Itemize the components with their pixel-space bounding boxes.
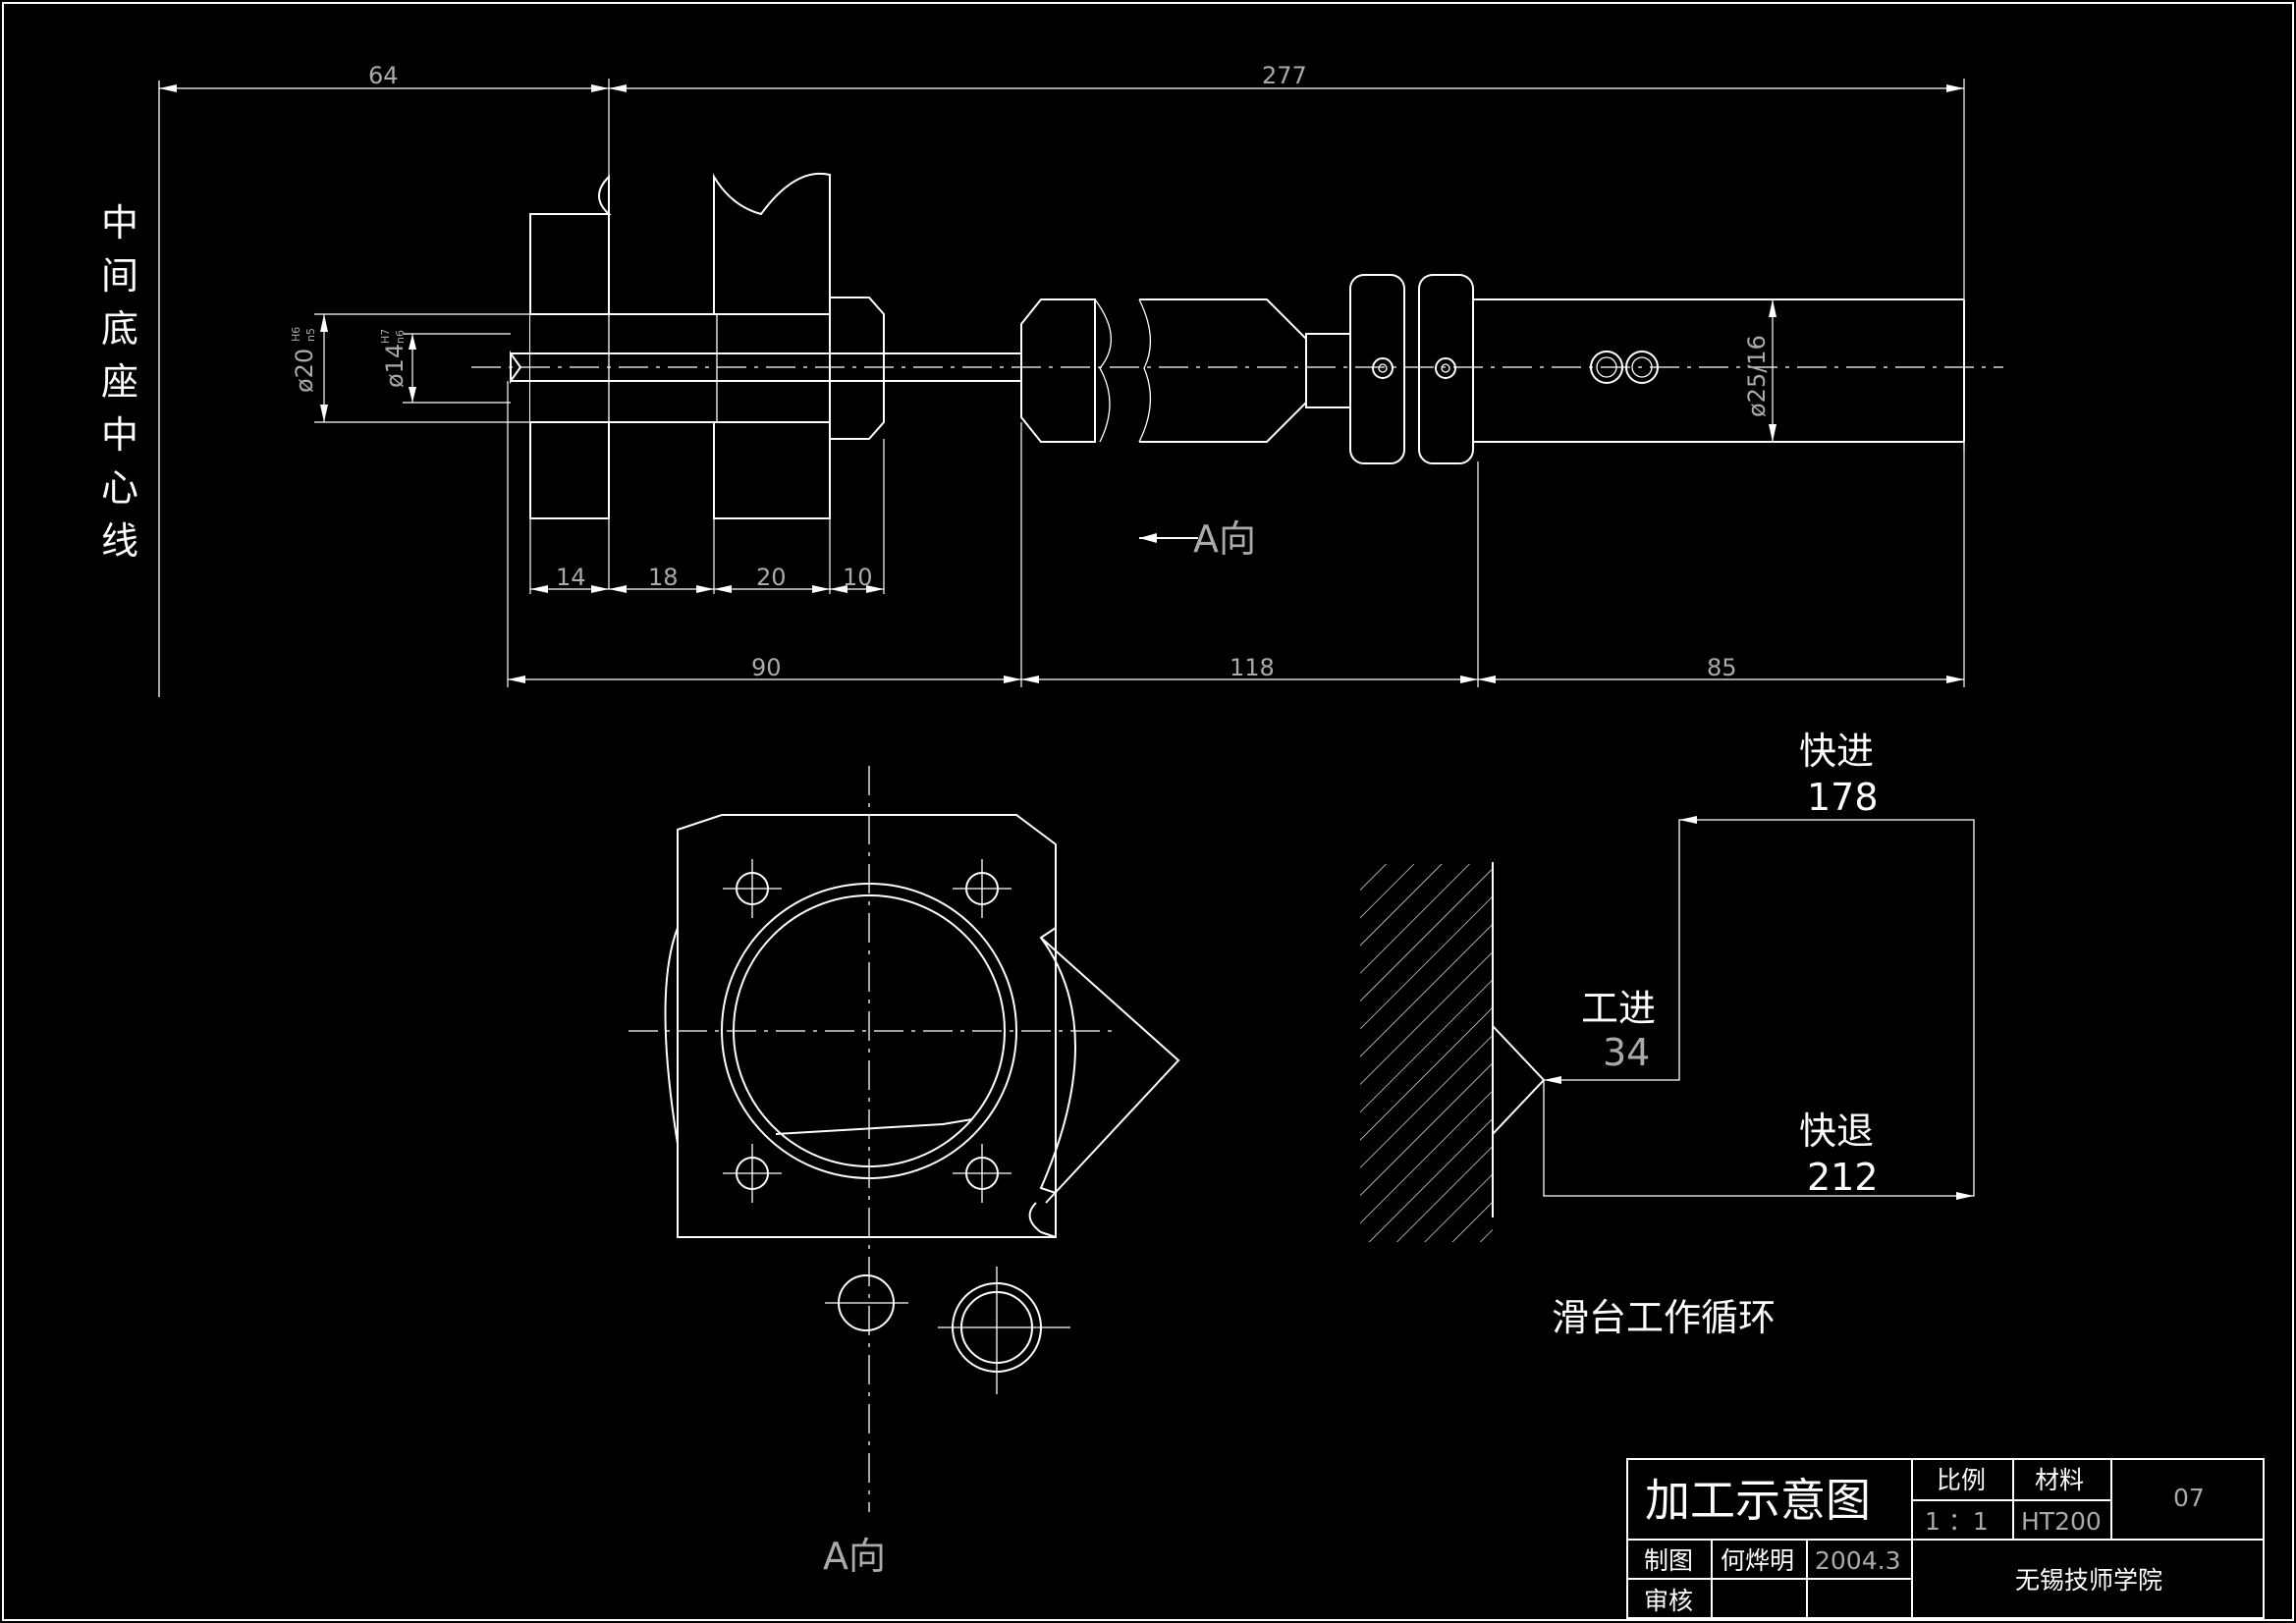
dim-dia14-tol-n6: n6	[394, 330, 407, 344]
scale-header: 比例	[1937, 1466, 1986, 1494]
institution-name: 无锡技师学院	[2015, 1566, 2162, 1595]
drawn-label: 制图	[1644, 1546, 1693, 1575]
dim-64: 64	[368, 62, 399, 89]
dim-118: 118	[1230, 654, 1275, 681]
dim-dia14-tol-h7: H7	[379, 329, 392, 344]
dim-10: 10	[843, 564, 873, 591]
fast-return-value: 212	[1807, 1156, 1879, 1199]
material-value: HT200	[2021, 1507, 2102, 1536]
work-feed-value: 34	[1603, 1031, 1650, 1074]
side-char-6: 心	[101, 466, 138, 510]
title-block: 加工示意图 比例 材料 1 ：1 HT200 07 制图 何烨明 2004.3 …	[1626, 1458, 2265, 1619]
view-label: A向	[823, 1535, 886, 1578]
side-char-1: 中	[101, 201, 138, 244]
side-char-5: 中	[101, 413, 138, 457]
checked-label: 审核	[1644, 1587, 1693, 1615]
scale-value: 1 ：1	[1925, 1507, 1989, 1536]
fast-forward-value: 178	[1807, 776, 1879, 819]
cycle-title: 滑台工作循环	[1552, 1296, 1776, 1339]
drawing-title: 加工示意图	[1645, 1474, 1871, 1527]
material-header: 材料	[2035, 1466, 2084, 1494]
dim-277: 277	[1262, 62, 1307, 89]
tool-assembly-view: 64 277	[159, 62, 2003, 687]
drawing-number: 07	[2173, 1484, 2205, 1512]
a-direction-view: A向	[629, 766, 1180, 1578]
fast-return-label: 快退	[1799, 1109, 1874, 1153]
dim-85: 85	[1707, 654, 1737, 681]
dim-dia25-16: ø25/16	[1743, 335, 1771, 417]
dim-dia20-tol-n5: n5	[304, 328, 317, 342]
dim-dia20: ø20	[291, 349, 318, 393]
slide-work-cycle: 快进 178 工进 34 快退 212 滑台工作循环	[1360, 730, 1975, 1339]
dim-90: 90	[751, 654, 782, 681]
side-char-7: 线	[101, 519, 138, 563]
fast-forward-label: 快进	[1799, 730, 1874, 773]
drawn-date: 2004.3	[1815, 1546, 1900, 1575]
dim-14: 14	[556, 564, 586, 591]
drawn-by: 何烨明	[1721, 1546, 1794, 1575]
dim-dia14: ø14	[381, 344, 409, 388]
base-centerline-label: 中 间 底 座 中 心 线	[101, 201, 138, 563]
side-char-2: 间	[101, 254, 138, 298]
side-char-4: 座	[101, 360, 138, 404]
dim-20: 20	[756, 564, 787, 591]
side-char-3: 底	[101, 307, 138, 351]
dim-18: 18	[648, 564, 679, 591]
view-arrow-label: A向	[1193, 517, 1256, 561]
work-feed-label: 工进	[1581, 987, 1656, 1030]
dim-dia20-tol-h6: H6	[290, 327, 302, 342]
